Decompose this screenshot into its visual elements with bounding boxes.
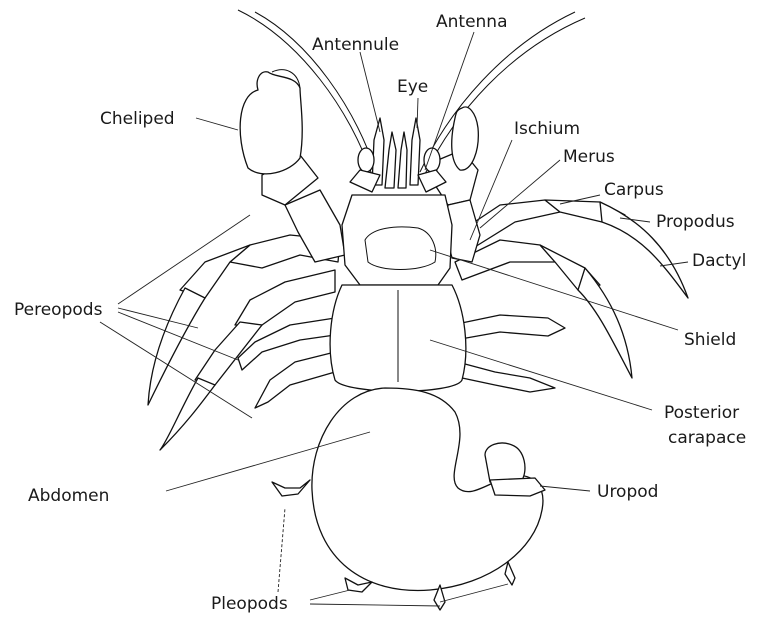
label-antennule: Antennule [312, 35, 399, 55]
label-shield: Shield [684, 330, 736, 350]
label-ischium: Ischium [514, 119, 580, 139]
leader-cheliped [196, 118, 238, 130]
abdomen-shape [272, 388, 545, 610]
cheliped-left [240, 70, 345, 262]
label-pleopods: Pleopods [211, 594, 288, 614]
leader-pleopods-3 [310, 604, 440, 606]
label-carpus: Carpus [604, 180, 664, 200]
head-appendages [350, 118, 446, 192]
label-eye: Eye [397, 77, 428, 97]
label-uropod: Uropod [597, 482, 658, 502]
label-antenna: Antenna [436, 12, 508, 32]
label-cheliped: Cheliped [100, 109, 175, 129]
label-merus: Merus [563, 147, 615, 167]
label-abdomen: Abdomen [28, 486, 109, 506]
label-propodus: Propodus [656, 212, 735, 232]
label-pereopods: Pereopods [14, 300, 103, 320]
body [330, 195, 466, 391]
label-posterior-carapace-line1: Posterior [664, 403, 739, 423]
label-posterior-carapace-line2: carapace [668, 428, 746, 448]
leader-eye [417, 98, 418, 128]
leader-pleopods-2 [310, 590, 350, 600]
leader-uropod [540, 486, 590, 491]
leader-antennule [360, 52, 380, 132]
leader-pleopods-1 [278, 508, 285, 592]
label-dactyl: Dactyl [692, 251, 746, 271]
